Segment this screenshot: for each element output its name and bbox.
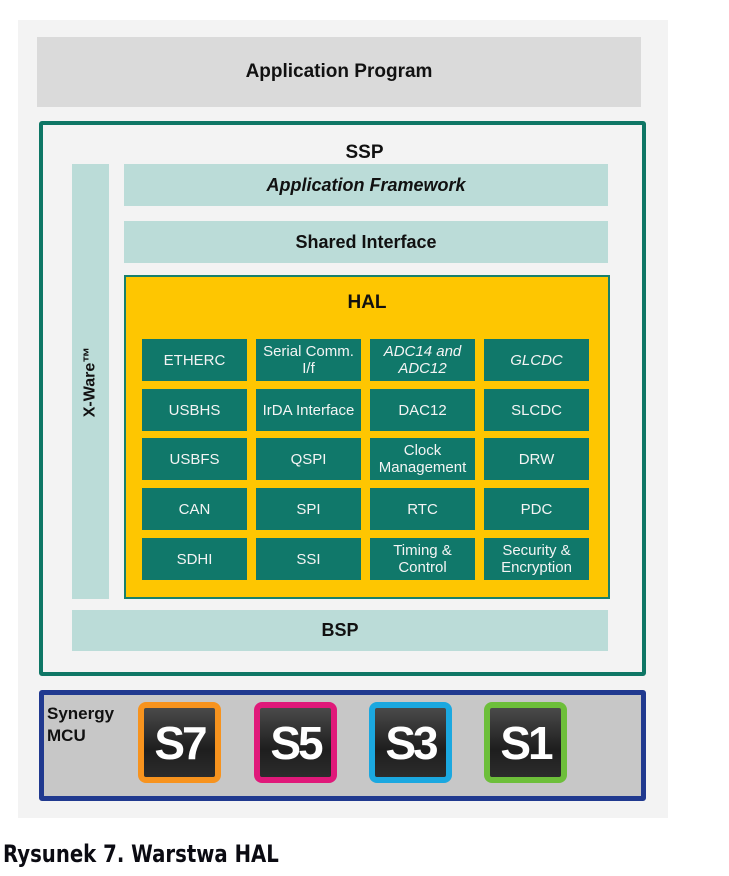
- hal-module-drw: DRW: [484, 438, 589, 480]
- chip-s3-icon: S3: [369, 702, 452, 783]
- hal-module-timing-control: Timing & Control: [370, 538, 475, 580]
- hal-module-dac12: DAC12: [370, 389, 475, 431]
- hal-module-usbfs: USBFS: [142, 438, 247, 480]
- application-program-label: Application Program: [245, 61, 433, 82]
- bsp-layer: BSP: [72, 610, 608, 651]
- xware-layer: [72, 164, 109, 599]
- hal-title: HAL: [347, 292, 387, 313]
- hal-module-ssi: SSI: [256, 538, 361, 580]
- hal-module-etherc: ETHERC: [142, 339, 247, 381]
- bsp-label: BSP: [321, 620, 359, 640]
- hal-module-usbhs: USBHS: [142, 389, 247, 431]
- hal-module-spi: SPI: [256, 488, 361, 530]
- hal-module-clock-management: Clock Management: [370, 438, 475, 480]
- hal-module-rtc: RTC: [370, 488, 475, 530]
- hal-module-glcdc: GLCDC: [484, 339, 589, 381]
- hal-module-serial-comm-i-f: Serial Comm. I/f: [256, 339, 361, 381]
- hal-module-adc14-and-adc12: ADC14 and ADC12: [370, 339, 475, 381]
- xware-label-wrap: X-Ware™: [72, 164, 109, 599]
- hal-module-security-encryption: Security & Encryption: [484, 538, 589, 580]
- mcu-label: MCU: [47, 726, 86, 745]
- hal-module-can: CAN: [142, 488, 247, 530]
- hal-module-qspi: QSPI: [256, 438, 361, 480]
- application-framework-label: Application Framework: [266, 174, 466, 195]
- shared-interface-label: Shared Interface: [295, 231, 437, 252]
- synergy-mcu-label: Synergy MCU: [47, 703, 114, 747]
- chip-s5-icon: S5: [254, 702, 337, 783]
- hal-module-sdhi: SDHI: [142, 538, 247, 580]
- ssp-title: SSP: [345, 142, 384, 163]
- chip-label: S1: [490, 708, 561, 777]
- synergy-label: Synergy: [47, 704, 115, 723]
- hal-module-pdc: PDC: [484, 488, 589, 530]
- chip-s1-icon: S1: [484, 702, 567, 783]
- xware-label: X-Ware™: [81, 346, 99, 417]
- chip-s7-icon: S7: [138, 702, 221, 783]
- chip-label: S7: [144, 708, 215, 777]
- shared-interface-layer: Shared Interface: [124, 221, 608, 263]
- application-framework-layer: Application Framework: [124, 164, 608, 206]
- figure-caption: Rysunek 7. Warstwa HAL: [3, 840, 279, 868]
- hal-module-irda-interface: IrDA Interface: [256, 389, 361, 431]
- hal-module-slcdc: SLCDC: [484, 389, 589, 431]
- chip-label: S5: [260, 708, 331, 777]
- application-program-layer: Application Program: [37, 37, 641, 107]
- chip-label: S3: [375, 708, 446, 777]
